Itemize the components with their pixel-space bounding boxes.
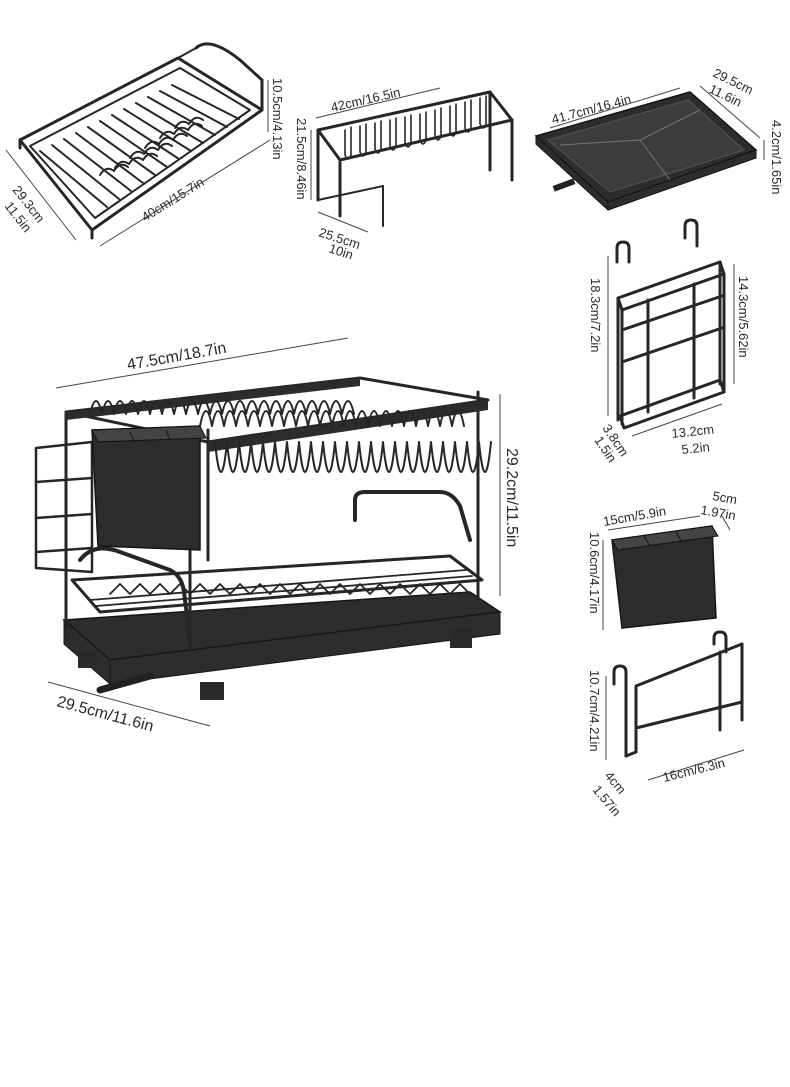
drip-tray <box>534 85 765 212</box>
upper-rack-height-label: 10.5cm/4.13in <box>270 78 285 160</box>
knife-holder-height-label: 18.3cm/7.2in <box>588 278 603 352</box>
knife-holder-width-label-cm: 13.2cm <box>671 422 715 441</box>
main-height-label: 29.2cm/11.5in <box>503 448 520 547</box>
stand-rack-depth-label-in: 10in <box>327 241 355 263</box>
utensil-cup <box>602 515 731 630</box>
main-width-label: 47.5cm/18.7in <box>126 340 228 374</box>
main-depth-label: 29.5cm/11.6in <box>55 693 155 735</box>
utensil-cup-height-label: 10.6cm/4.17in <box>587 532 602 614</box>
upper-rack <box>5 42 271 247</box>
utensil-cup-depth-label-cm: 5cm <box>711 488 738 507</box>
cutting-board-holder <box>605 630 745 781</box>
main-assembly <box>34 337 503 727</box>
stand-rack <box>310 87 514 233</box>
utensil-cup-depth-label-in: 1.97in <box>699 502 736 523</box>
knife-holder <box>607 218 735 437</box>
cutting-board-holder-width-label: 16cm/6.3in <box>661 755 726 785</box>
knife-holder-inner-height-label: 14.3cm/5.62in <box>736 276 751 358</box>
knife-holder-width-label-in: 5.2in <box>681 439 711 457</box>
drip-tray-height-label: 4.2cm/1.65in <box>769 120 784 194</box>
stand-rack-width-label: 42cm/16.5in <box>329 84 401 115</box>
upper-rack-width-label: 40cm/15.7in <box>139 174 207 224</box>
cutting-board-holder-height-label: 10.7cm/4.21in <box>587 670 602 752</box>
stand-rack-height-label: 21.5cm/8.46in <box>294 118 309 200</box>
utensil-cup-width-label: 15cm/5.9in <box>602 503 667 529</box>
